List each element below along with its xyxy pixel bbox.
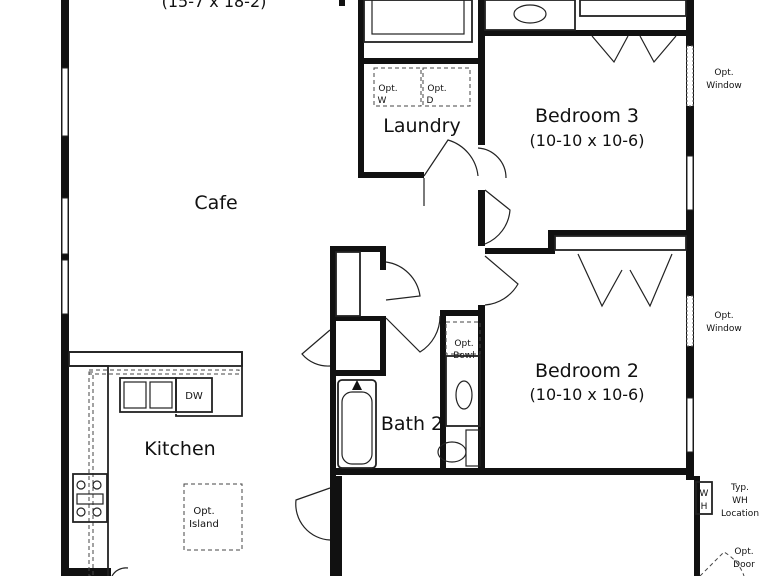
opt-d-label: Opt. (427, 84, 446, 94)
opt-window-1-line2: Window (706, 81, 742, 91)
opt-d-label-2: D (427, 96, 434, 106)
bedroom-2: Bedroom 2 (10-10 x 10-6) Opt. Window (484, 235, 742, 404)
opt-island-line1: Opt. (193, 506, 214, 517)
wh-line2: H (701, 502, 708, 512)
room-bedroom3-name: Bedroom 3 (535, 105, 639, 127)
opt-door-line2: Door (733, 560, 755, 570)
room-cafe: Cafe (194, 192, 237, 214)
typ-wh-line1: Typ. (730, 483, 749, 493)
opt-w-label: Opt. (378, 84, 397, 94)
garage-entry: W H Typ. WH Location Opt. Door (295, 481, 759, 576)
living-dimensions: (15-7 x 18-2) (162, 0, 267, 11)
room-bath2: Bath 2 (381, 413, 443, 435)
opt-window-1-line1: Opt. (714, 68, 733, 78)
hall-closets (301, 251, 441, 367)
hall-door-swings (423, 147, 507, 206)
kitchen: DW Kitchen Opt. Island (68, 351, 243, 576)
room-kitchen: Kitchen (144, 438, 215, 460)
typ-wh-line3: Location (721, 509, 759, 519)
top-fixtures (363, 0, 687, 43)
windows (61, 45, 694, 453)
room-bedroom3-dims: (10-10 x 10-6) (530, 131, 645, 150)
wh-line1: W (700, 489, 709, 499)
opt-window-2-line2: Window (706, 324, 742, 334)
opt-island-line2: Island (189, 519, 219, 530)
opt-door-line1: Opt. (734, 547, 753, 557)
opt-bowl-line1: Opt. (454, 339, 473, 349)
room-bedroom2-dims: (10-10 x 10-6) (530, 385, 645, 404)
room-laundry: Laundry (383, 115, 460, 137)
opt-w-label-2: W (378, 96, 387, 106)
dw-label: DW (185, 391, 203, 402)
room-bedroom2-name: Bedroom 2 (535, 360, 639, 382)
bedroom-3: Bedroom 3 (10-10 x 10-6) Opt. Window (484, 35, 742, 245)
typ-wh-line2: WH (732, 496, 748, 506)
opt-window-2-line1: Opt. (714, 311, 733, 321)
laundry-area: Opt. W Opt. D Laundry (373, 67, 479, 177)
bath-2: Opt. Bowl Bath 2 (337, 321, 481, 469)
